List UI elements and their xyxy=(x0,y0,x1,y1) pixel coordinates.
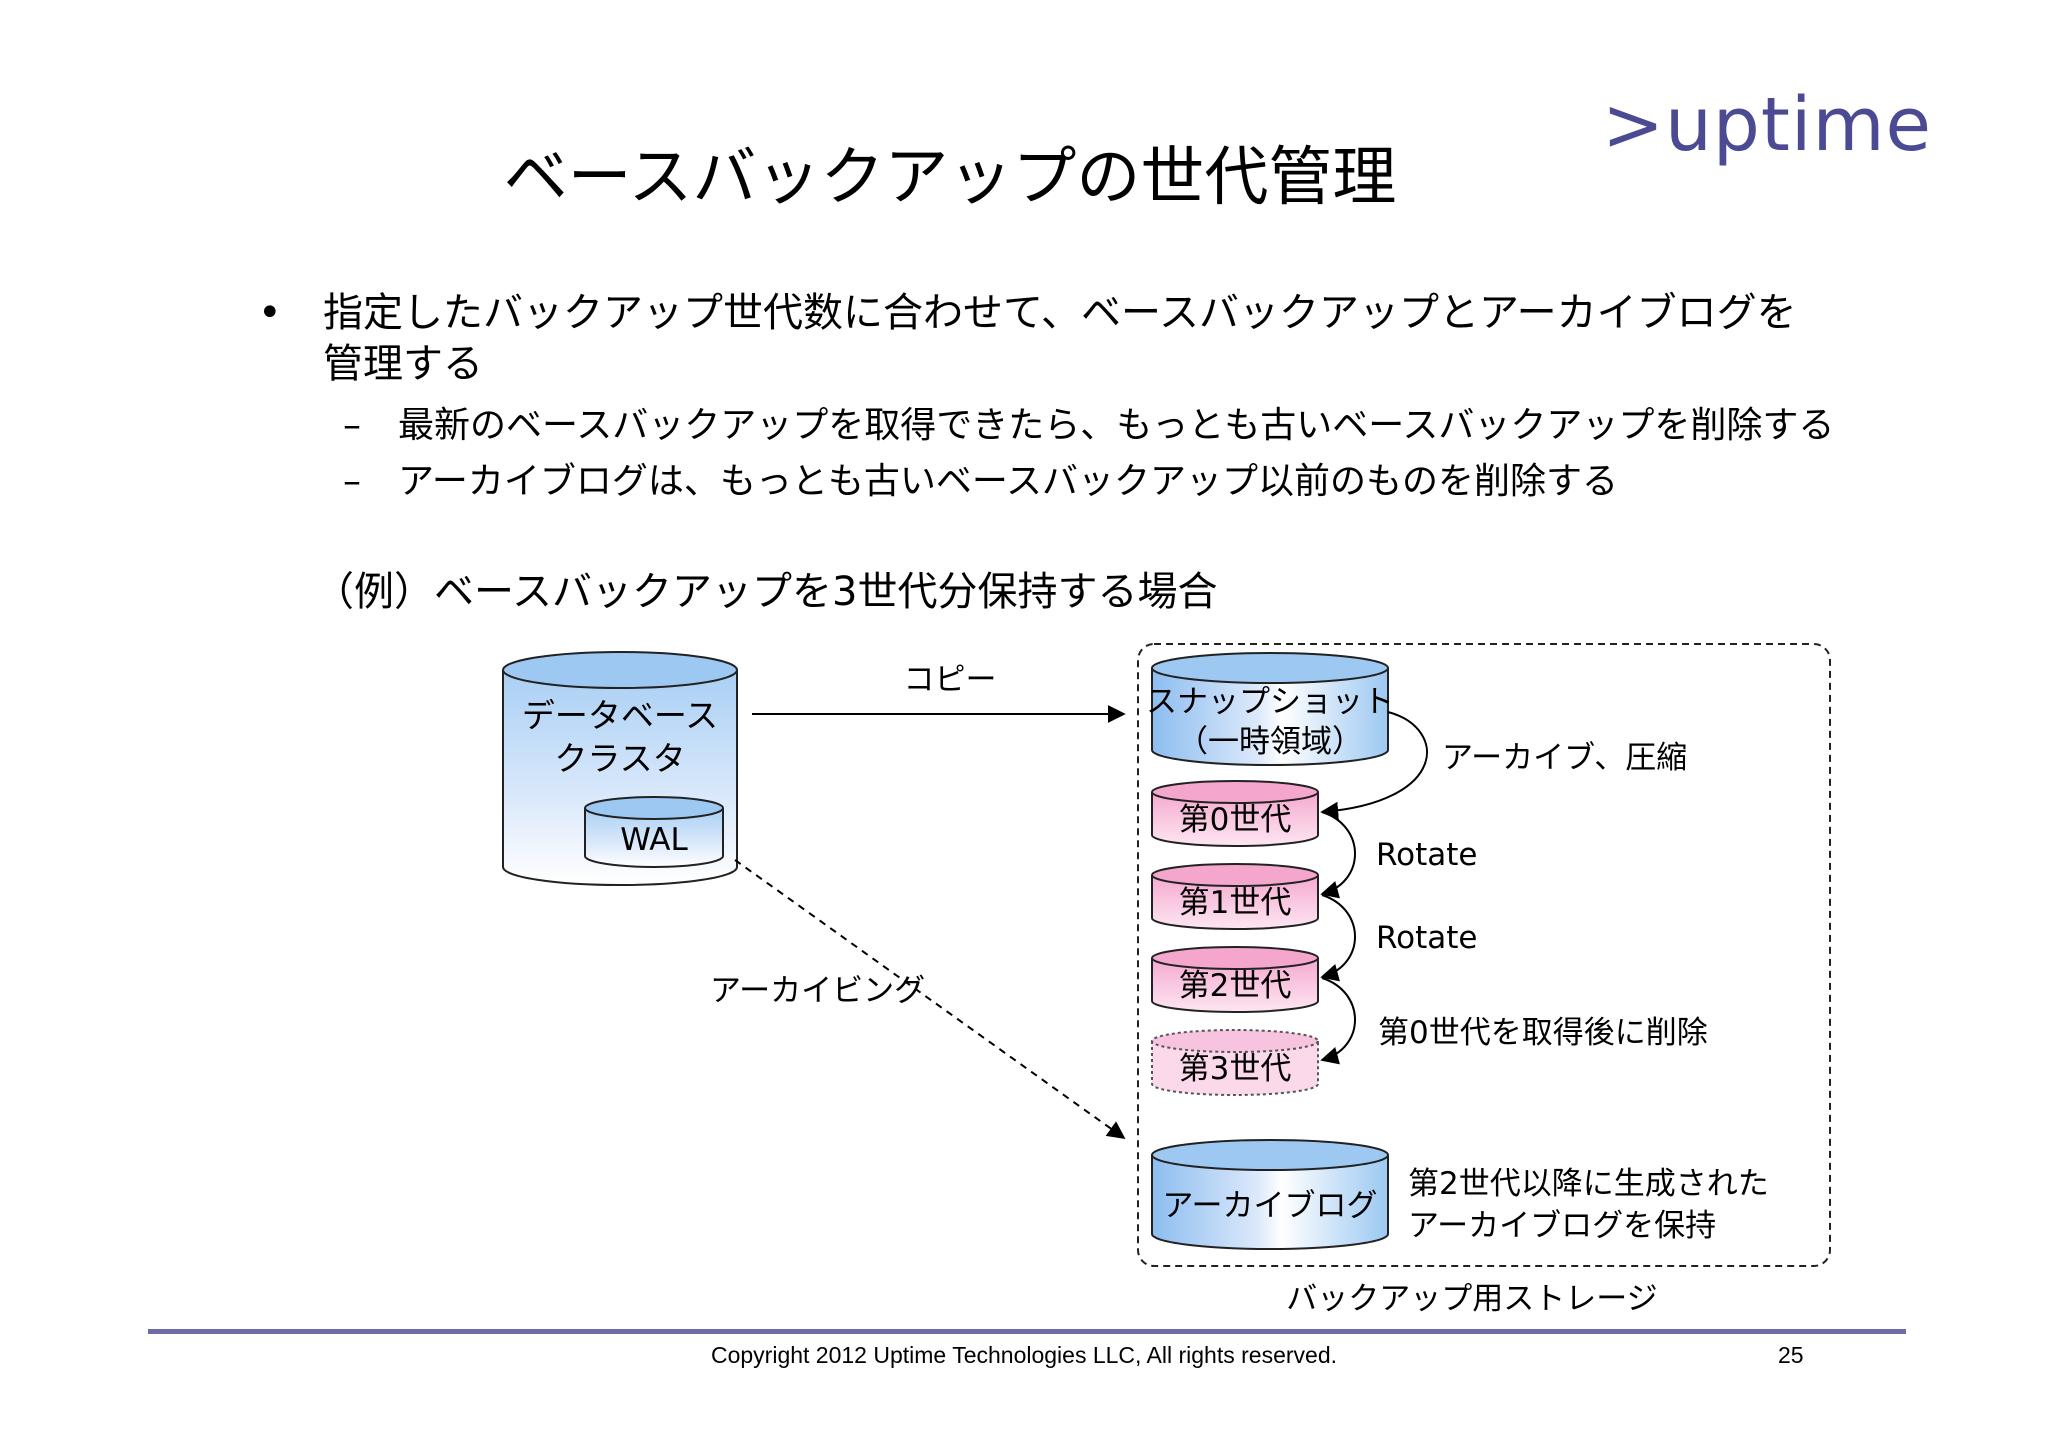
bullet-text-line-2: 管理する xyxy=(323,341,483,387)
page-number: 25 xyxy=(1778,1342,1804,1368)
copyright-text: Copyright 2012 Uptime Technologies LLC, … xyxy=(710,1342,1338,1368)
rotate-label: Rotate xyxy=(1376,837,1478,873)
snapshot-cylinder: スナップショット （一時領域） xyxy=(1146,652,1394,766)
sub-bullet-text: 最新のベースバックアップを取得できたら、もっとも古いベースバックアップを削除する xyxy=(398,405,1835,446)
generation-label: 第0世代 xyxy=(1179,802,1292,838)
archive-compress-label: アーカイブ、圧縮 xyxy=(1442,740,1687,776)
generation-label: 第2世代 xyxy=(1179,968,1292,1004)
delete-arrow xyxy=(1320,977,1356,1065)
slide-title: ベースバックアップの世代管理 xyxy=(503,141,1397,215)
sub-bullet-marker: – xyxy=(343,405,361,446)
generation-3-cylinder: 第3世代 xyxy=(1151,1029,1319,1096)
sub-bullet-text: アーカイブログは、もっとも古いベースバックアップ以前のものを削除する xyxy=(398,461,1619,502)
archive-log-cylinder: アーカイブログ xyxy=(1151,1139,1389,1250)
archiving-label: アーカイビング xyxy=(710,973,925,1009)
archiving-arrow xyxy=(734,859,1126,1140)
db-cluster-label: データベース xyxy=(522,696,718,735)
wal-label: WAL xyxy=(620,822,688,858)
generation-1-cylinder: 第1世代 xyxy=(1151,863,1319,930)
snapshot-label: （一時領域） xyxy=(1177,724,1363,760)
backup-storage-box xyxy=(1137,643,1831,1267)
uptime-logo: >uptime xyxy=(1602,82,1933,168)
example-label: （例）ベースバックアップを3世代分保持する場合 xyxy=(314,569,1218,615)
generation-label: 第3世代 xyxy=(1179,1051,1292,1087)
wal-cylinder: WAL xyxy=(584,796,724,868)
delete-label: 第0世代を取得後に削除 xyxy=(1378,1015,1708,1051)
bullet-marker: • xyxy=(258,290,282,336)
rotate-arrow xyxy=(1320,811,1356,899)
archive-compress-arrow xyxy=(1320,711,1428,820)
sub-bullet-marker: – xyxy=(343,461,361,502)
copy-label: コピー xyxy=(904,662,997,698)
archive-log-label: アーカイブログ xyxy=(1162,1188,1377,1224)
retain-note: 第2世代以降に生成された xyxy=(1408,1166,1769,1202)
rotate-arrow xyxy=(1320,894,1356,982)
db-cluster-label: クラスタ xyxy=(554,739,685,778)
storage-label: バックアップ用ストレージ xyxy=(1286,1281,1657,1317)
generation-2-cylinder: 第2世代 xyxy=(1151,946,1319,1013)
rotate-label: Rotate xyxy=(1376,920,1478,956)
generation-label: 第1世代 xyxy=(1179,885,1292,921)
snapshot-label: スナップショット xyxy=(1146,684,1394,720)
generation-0-cylinder: 第0世代 xyxy=(1151,780,1319,847)
footer-rule xyxy=(148,1329,1906,1334)
retain-note: アーカイブログを保持 xyxy=(1408,1208,1716,1244)
bullet-text-line-1: 指定したバックアップ世代数に合わせて、ベースバックアップとアーカイブログを xyxy=(323,290,1797,336)
